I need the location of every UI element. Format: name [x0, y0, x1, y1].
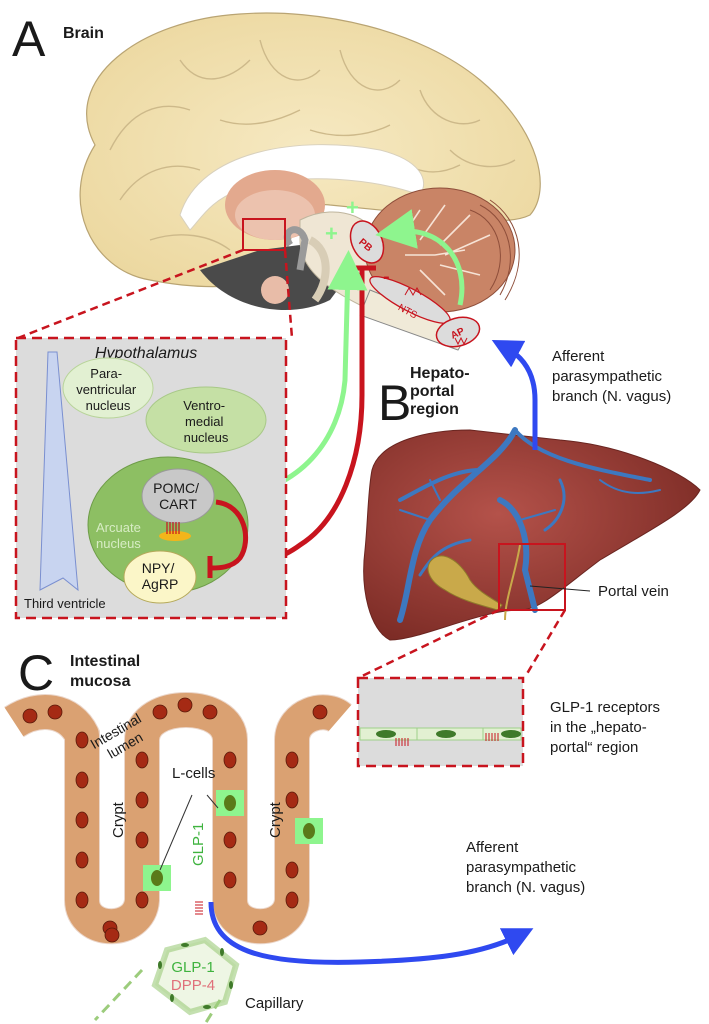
portal-zoom-box[interactable] — [498, 543, 566, 611]
l-cell-nucleus — [224, 795, 236, 811]
arcuate-label: Arcuate nucleus — [96, 520, 144, 551]
cell-nucleus — [223, 871, 237, 889]
vagal-afferent-arrow-b — [491, 339, 538, 450]
cell-nucleus — [22, 708, 38, 724]
panel-b: B Hepato- portal region Afferent parasym… — [356, 339, 701, 768]
portal-vein-pointer — [529, 585, 591, 592]
nucleus — [436, 730, 456, 738]
cell-nucleus — [152, 704, 168, 720]
panel-c-title: Intestinal mucosa — [70, 653, 145, 690]
capillary-glp1-label: GLP-1 — [171, 959, 214, 976]
cell-nucleus — [75, 771, 89, 789]
crypt-label-2: Crypt — [267, 801, 284, 838]
l-cell-nucleus — [303, 823, 315, 839]
glp1-receptor-icon-pomc — [166, 522, 180, 534]
panel-a-title: Brain — [63, 25, 104, 42]
glp1-receptor-icon-portal — [395, 733, 499, 746]
hepatic-vessels — [397, 427, 661, 623]
panel-c-letter: C — [18, 645, 54, 701]
cell-nucleus — [104, 927, 120, 943]
hepatoportal-inset — [356, 676, 525, 768]
capillary-dpp4-label: DPP-4 — [171, 977, 215, 994]
hypothalamus-zoom-box[interactable] — [242, 218, 286, 251]
cell-nucleus — [135, 791, 149, 809]
cell-nucleus — [135, 891, 149, 909]
vagal-afferent-arrow-c — [208, 901, 534, 965]
hypothalamus-title: Hypothalamus — [95, 345, 197, 362]
brain-gyri — [109, 39, 516, 251]
bile-duct — [504, 544, 521, 621]
third-ventricle-label: Third ventricle — [24, 596, 106, 611]
cell-nucleus — [252, 920, 268, 936]
cell-nucleus — [75, 891, 89, 909]
cell-nucleus — [75, 731, 89, 749]
cell-nucleus — [177, 697, 193, 713]
afferent-label-c: Afferent parasympathetic branch (N. vagu… — [466, 839, 585, 896]
l-cell-nucleus — [151, 870, 163, 886]
cell-nucleus — [202, 704, 218, 720]
cell-nucleus — [285, 861, 299, 879]
cell-nucleus — [312, 704, 328, 720]
pomc-cart-neuron[interactable] — [141, 468, 215, 524]
cell-nucleus — [285, 751, 299, 769]
panel-c: C Intestinal mucosa Intestinal lumen Cry… — [4, 645, 585, 1024]
crypt-label-1: Crypt — [110, 801, 127, 838]
zoom-lines-portal — [359, 608, 567, 679]
zoom-lines-hypothalamus — [17, 248, 294, 340]
glp1-ligand — [159, 531, 191, 541]
receptor-label: GLP-1 receptors in the „hepato- portal“ … — [550, 699, 664, 756]
l-cells-pointer-2 — [206, 794, 219, 809]
npy-agrp-neuron[interactable] — [123, 550, 197, 604]
plus-sign-1: + — [346, 195, 359, 220]
cell-nucleus — [285, 891, 299, 909]
cell-nucleus — [75, 851, 89, 869]
capillary-label: Capillary — [245, 995, 304, 1012]
l-cells-pointer-1 — [159, 794, 193, 871]
capillary-vessel — [93, 968, 222, 1024]
capillary[interactable]: GLP-1 DPP-4 — [93, 936, 240, 1024]
plus-sign-2: + — [325, 221, 338, 246]
cell-nucleus — [223, 751, 237, 769]
ventromedial-nucleus[interactable] — [145, 386, 267, 454]
pomc-npy-inhibition — [211, 499, 249, 571]
ventromedial-label: Ventro- medial nucleus — [183, 398, 229, 445]
glp1-receptor-icon-gut — [195, 901, 203, 915]
ap-nucleus[interactable] — [433, 313, 483, 351]
cell-nucleus — [285, 791, 299, 809]
afferent-label-b: Afferent parasympathetic branch (N. vagu… — [552, 348, 671, 405]
ap-label: AP — [449, 326, 467, 342]
l-cells-label: L-cells — [172, 765, 215, 782]
nucleus — [501, 730, 521, 738]
optic-chiasm — [283, 226, 309, 271]
cell-nuclei — [22, 697, 328, 943]
cell-nucleus — [75, 811, 89, 829]
pituitary — [261, 276, 289, 304]
hepatoportal-box — [356, 676, 525, 768]
nucleus — [376, 730, 396, 738]
minus-sign: - — [383, 266, 390, 288]
npy-label: NPY/ AgRP — [142, 560, 179, 592]
third-ventricle — [39, 351, 79, 592]
paraventricular-nucleus[interactable] — [62, 357, 154, 419]
cell-nucleus — [47, 704, 63, 720]
glp1-label-lumen: GLP-1 — [190, 823, 207, 866]
panel-a: A Brain — [12, 11, 541, 620]
cell-nucleus — [135, 831, 149, 849]
ap-to-pb-arrow — [375, 209, 465, 306]
portal-vein-label: Portal vein — [598, 583, 669, 600]
hypothalamus-inset: Hypothalamus Third ventricle Para- ventr… — [14, 336, 288, 620]
panel-b-letter: B — [378, 375, 411, 431]
paraventricular-label: Para- ventricular nucleus — [76, 366, 140, 413]
pons — [307, 236, 330, 303]
cell-nucleus — [223, 831, 237, 849]
pomc-label: POMC/ CART — [153, 480, 203, 512]
panel-b-title: Hepato- portal region — [410, 365, 474, 418]
glp1-receptor-icon-brain — [404, 286, 468, 346]
cell-nucleus — [135, 751, 149, 769]
panel-a-letter: A — [12, 11, 46, 67]
